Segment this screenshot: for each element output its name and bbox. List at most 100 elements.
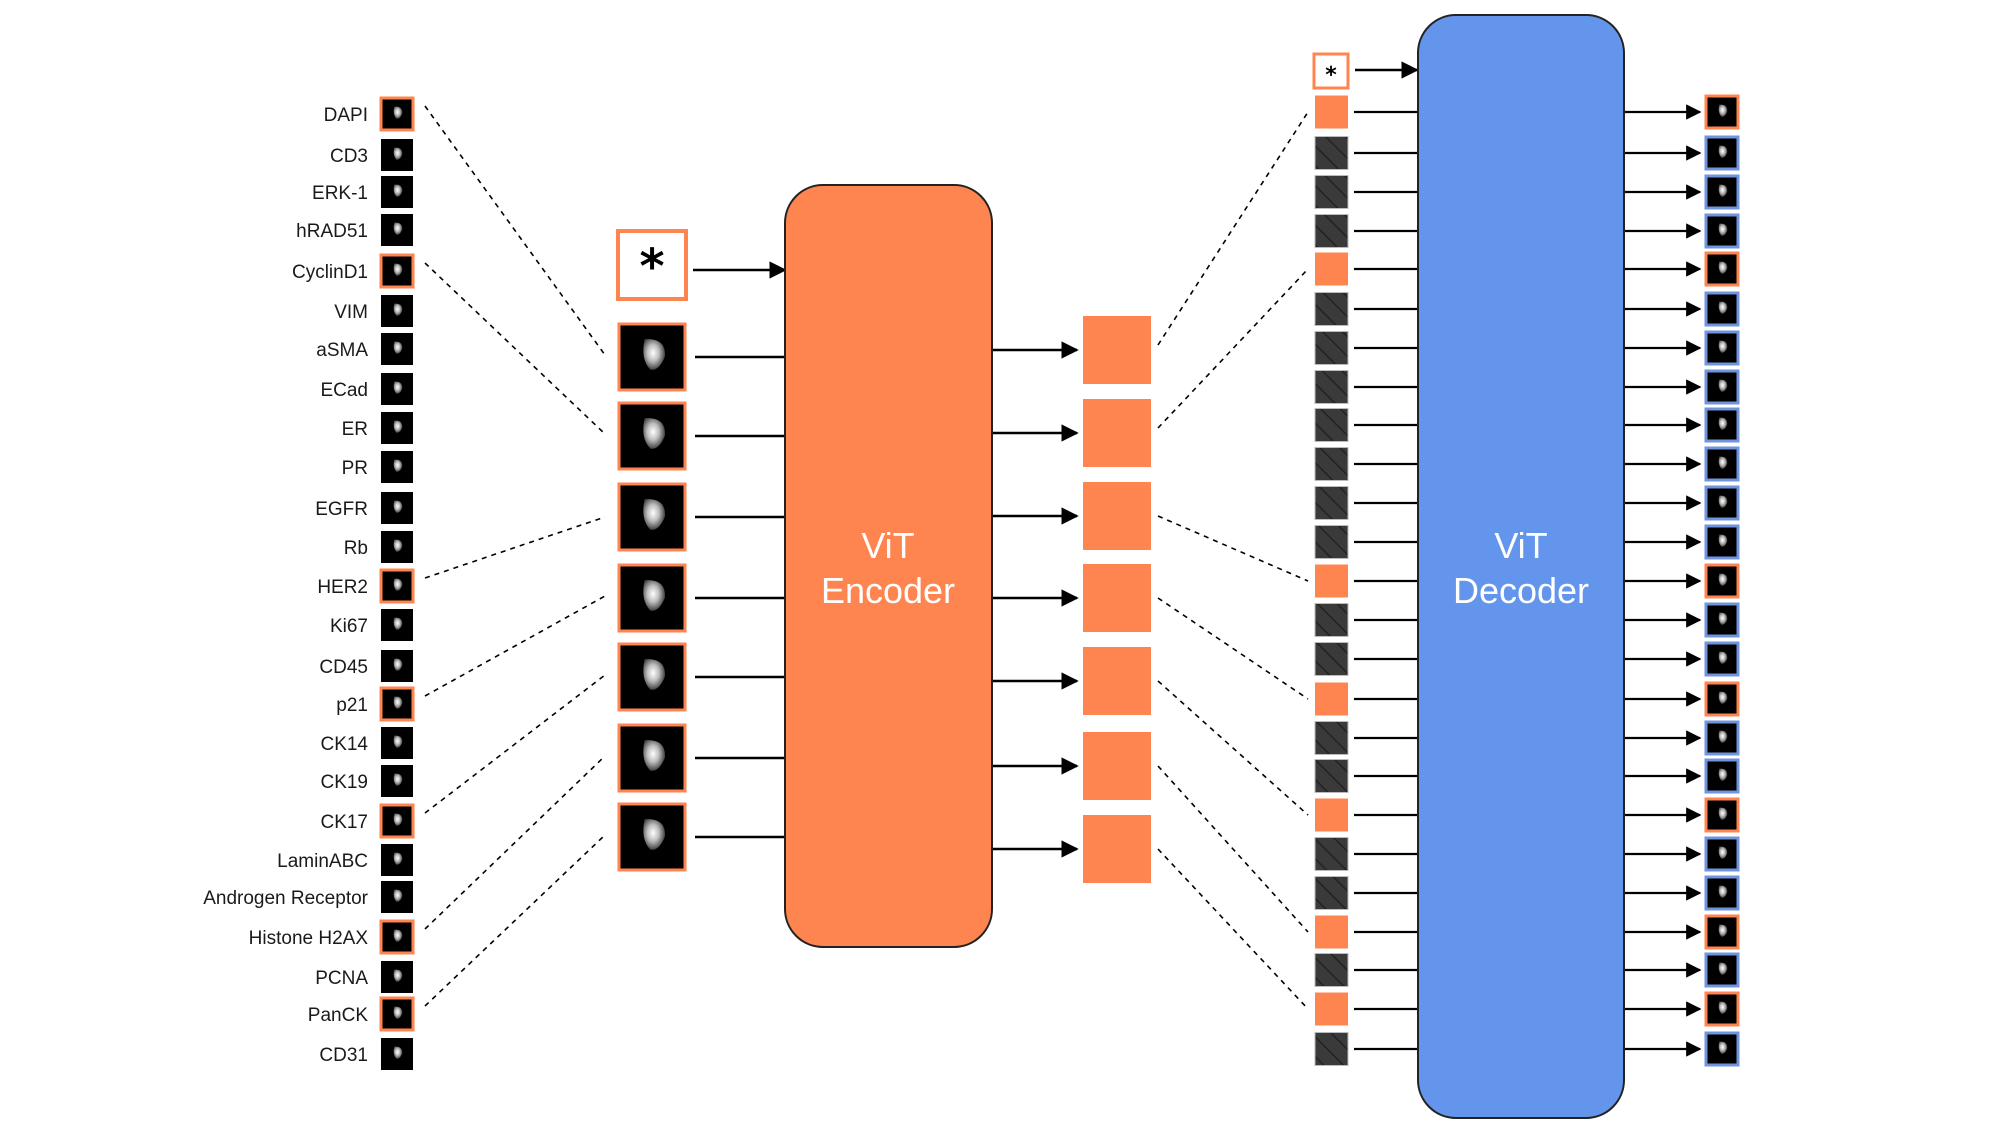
input-token-6-cell [643,819,666,850]
marker-label-15: p21 [336,695,368,716]
selection-link-4 [424,674,606,814]
latent-token-5 [1083,732,1151,800]
marker-label-22: PCNA [315,968,368,989]
output-thumbnail-12 [1704,563,1740,599]
selection-link-2 [424,516,606,579]
output-thumbnail-0-cell [1718,104,1728,117]
latent-token-1 [1083,399,1151,467]
latent-token-2 [1083,482,1151,550]
output-thumbnail-14-cell [1718,651,1728,664]
marker-thumbnail-7 [381,373,413,405]
mask-token-22 [1314,953,1349,987]
marker-label-2: ERK-1 [312,183,368,204]
output-thumbnail-4-cell [1718,261,1728,274]
marker-thumbnail-3 [381,214,413,246]
input-token-1 [617,401,687,471]
latent-token-6 [1083,815,1151,883]
marker-thumbnail-10-cell [393,500,403,513]
input-token-0-cell [643,339,666,370]
mask-token-13 [1314,603,1349,637]
marker-thumbnail-0 [379,96,415,132]
output-thumbnail-3-cell [1718,223,1728,236]
output-thumbnail-9 [1704,446,1740,482]
marker-thumbnail-18-cell [393,813,403,826]
visible-token-18 [1315,798,1348,832]
marker-label-12: HER2 [317,577,368,598]
output-thumbnail-8 [1704,407,1740,443]
mask-token-6 [1314,331,1349,365]
output-thumbnail-17 [1704,758,1740,794]
input-token-4-cell [643,659,666,690]
marker-thumbnail-12 [379,568,415,604]
output-thumbnail-5-cell [1718,301,1728,314]
selection-link-5 [424,755,606,930]
output-thumbnail-6-cell [1718,340,1728,353]
output-thumbnail-22-cell [1718,962,1728,975]
marker-label-19: LaminABC [277,851,368,872]
input-token-5 [617,723,687,793]
latent-to-decoder-link-5 [1157,765,1309,933]
output-thumbnail-7 [1704,369,1740,405]
input-token-2 [617,482,687,552]
output-thumbnail-16 [1704,720,1740,756]
marker-thumbnail-22-cell [393,969,403,982]
marker-thumbnail-8-cell [393,420,403,433]
marker-thumbnail-9-cell [393,459,403,472]
marker-label-16: CK14 [320,734,368,755]
output-thumbnail-20-cell [1718,885,1728,898]
output-thumbnail-2-cell [1718,184,1728,197]
input-token-0 [617,322,687,392]
mask-token-17 [1314,759,1349,793]
mask-token-10 [1314,486,1349,520]
latent-to-decoder-link-0 [1157,111,1309,346]
selection-link-3 [424,595,606,697]
marker-thumbnail-15 [379,686,415,722]
output-thumbnail-9-frame [1704,446,1740,482]
output-thumbnail-18-cell [1718,807,1728,820]
marker-thumbnail-21-cell [393,929,403,942]
marker-thumbnail-14 [381,650,413,682]
marker-thumbnail-6-cell [393,341,403,354]
cls-token-input [616,229,688,301]
decoder-label-line1: ViT [1494,525,1547,566]
marker-thumbnail-2-cell [393,184,403,197]
text-layer: DAPICD3ERK-1hRAD51CyclinD1VIMaSMAECadERP… [203,63,1589,1066]
marker-thumbnail-15-cell [393,696,403,709]
output-thumbnail-22 [1704,952,1740,988]
latent-token-3 [1083,564,1151,632]
marker-thumbnail-22 [381,961,413,993]
latent-token-0 [1083,316,1151,384]
mask-token-16 [1314,721,1349,755]
marker-thumbnail-18 [379,803,415,839]
output-thumbnail-23-cell [1718,1001,1728,1014]
cls-token-asterisk: * [639,239,664,295]
visible-token-21 [1315,915,1348,949]
marker-thumbnail-9 [381,451,413,483]
selection-link-6 [424,834,606,1007]
marker-thumbnail-14-cell [393,658,403,671]
output-thumbnail-18 [1704,797,1740,833]
output-thumbnail-17-frame [1704,758,1740,794]
output-thumbnail-12-frame [1704,563,1740,599]
marker-thumbnail-24-cell [393,1046,403,1059]
output-thumbnail-1 [1704,135,1740,171]
output-thumbnail-20 [1704,875,1740,911]
marker-label-20: Androgen Receptor [203,888,368,909]
marker-thumbnail-17-cell [393,773,403,786]
output-thumbnail-24-frame [1704,1031,1740,1067]
output-thumbnail-0 [1704,94,1740,130]
marker-thumbnail-19-cell [393,852,403,865]
latent-to-decoder-link-4 [1157,680,1309,816]
marker-label-10: EGFR [315,499,368,520]
mask-token-2 [1314,175,1349,209]
mask-token-19 [1314,837,1349,871]
mask-token-14 [1314,642,1349,676]
marker-thumbnail-20-cell [393,889,403,902]
selection-link-1 [424,262,606,435]
output-thumbnail-15 [1704,681,1740,717]
output-thumbnail-24 [1704,1031,1740,1067]
output-thumbnail-9-cell [1718,456,1728,469]
marker-thumbnail-11-cell [393,539,403,552]
output-thumbnail-14 [1704,641,1740,677]
